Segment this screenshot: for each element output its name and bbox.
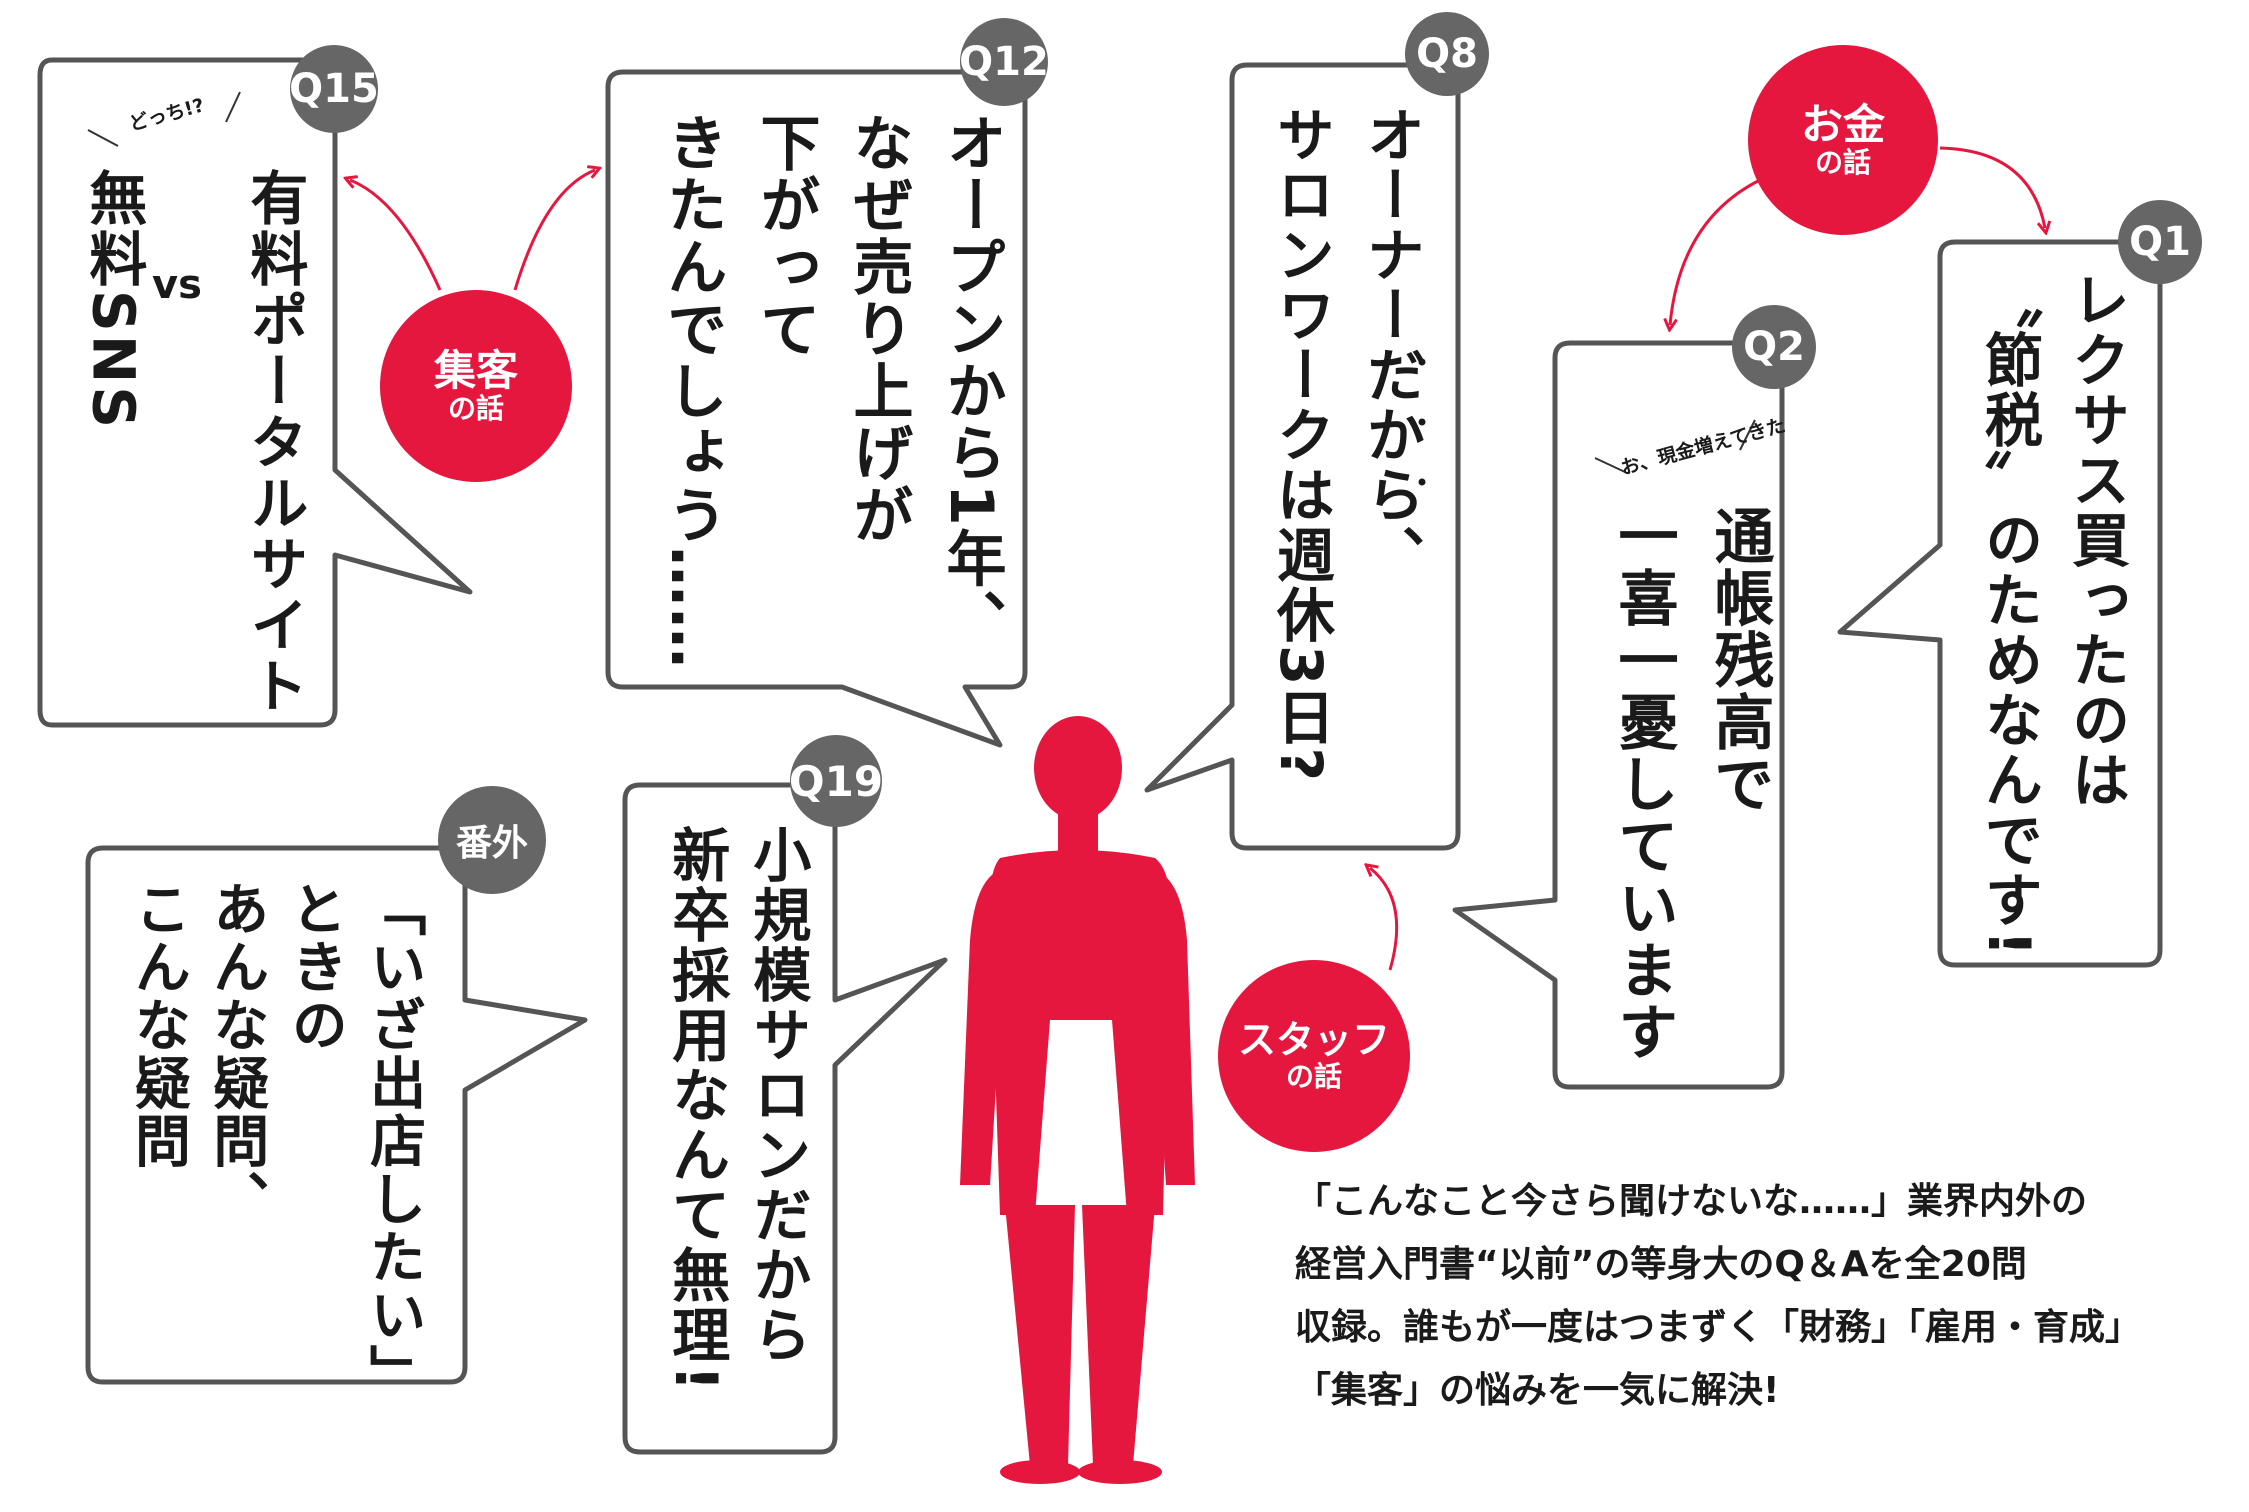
badge-q15: Q15 [289, 45, 379, 133]
emphasis-dot [1418, 418, 1426, 426]
bubble-q15-col2: 無料SNS [79, 168, 148, 432]
arrow-customers-to-q15 [350, 180, 442, 291]
caption-line: 収録。誰もが一度はつまずく「財務」「雇用・育成」 [1295, 1307, 2142, 1348]
bubble-extra-text: 「いざ出店したい」 ときの あんな疑問、 こんな疑問 [125, 880, 426, 1402]
note-slash-right-q2 [1739, 419, 1756, 451]
topic-customers-main: 集客 [433, 345, 518, 395]
note-slash-left-q2 [1594, 457, 1626, 473]
topic-customers-sub: の話 [447, 391, 504, 425]
topic-staff: スタッフ の話 [1218, 960, 1410, 1152]
badge-q1: Q1 [2118, 200, 2202, 284]
topic-money-main: お金 [1800, 99, 1885, 149]
badge-q12: Q12 [959, 18, 1049, 106]
note-slash-left-q15 [87, 129, 119, 147]
person-silhouette [960, 716, 1195, 1484]
vs-label: vs [152, 262, 202, 308]
caption-line: 経営入門書“以前”の等身大のQ＆Aを全20問 [1295, 1244, 2027, 1285]
emphasis-dot [1418, 358, 1426, 366]
bubble-q19-text: 小規模サロンだから 新卒採用なんて無理! [662, 825, 812, 1394]
arrow-money-to-q2 [1670, 178, 1761, 325]
bubble-q2-text: 通帳残高で 一喜一憂しています [1608, 505, 1774, 1063]
topic-staff-main: スタッフ [1237, 1017, 1390, 1062]
badge-q8: Q8 [1405, 12, 1489, 96]
badge-q2: Q2 [1732, 305, 1816, 389]
emphasis-dot [1418, 478, 1426, 486]
arrow-staff-to-q8 [1370, 868, 1399, 971]
topic-money-sub: の話 [1814, 145, 1871, 179]
arrow-customers-to-q12 [513, 170, 595, 291]
bubble-q15-col1: 有料ポータルサイト [240, 168, 309, 717]
arrow-money-to-q1 [1939, 146, 2045, 228]
note-slash-right-q15 [225, 91, 241, 123]
badge-extra: 番外 [438, 786, 546, 894]
caption-line: 「こんなこと今さら聞けないな……」業界内外の [1295, 1181, 2088, 1222]
topic-customers: 集客 の話 [380, 290, 572, 482]
bubble-q8-text: オーナーだから、 サロンワークは週休3日? [1266, 105, 1425, 784]
caption: 「こんなこと今さら聞けないな……」業界内外の 経営入門書“以前”の等身大のQ＆A… [1295, 1170, 2175, 1422]
bubble-q1-text: レクサス買ったのは 〝節税〟のためなんです! [1975, 270, 2130, 959]
topic-money: お金 の話 [1748, 45, 1938, 235]
caption-line: 「集客」の悩みを一気に解決! [1295, 1370, 1780, 1411]
badge-q19: Q19 [789, 735, 883, 827]
bubble-q12-text: オープンから1年、 なぜ売り上げが 下がって きたんでしょう…… [657, 112, 1006, 670]
topic-staff-sub: の話 [1285, 1059, 1342, 1093]
